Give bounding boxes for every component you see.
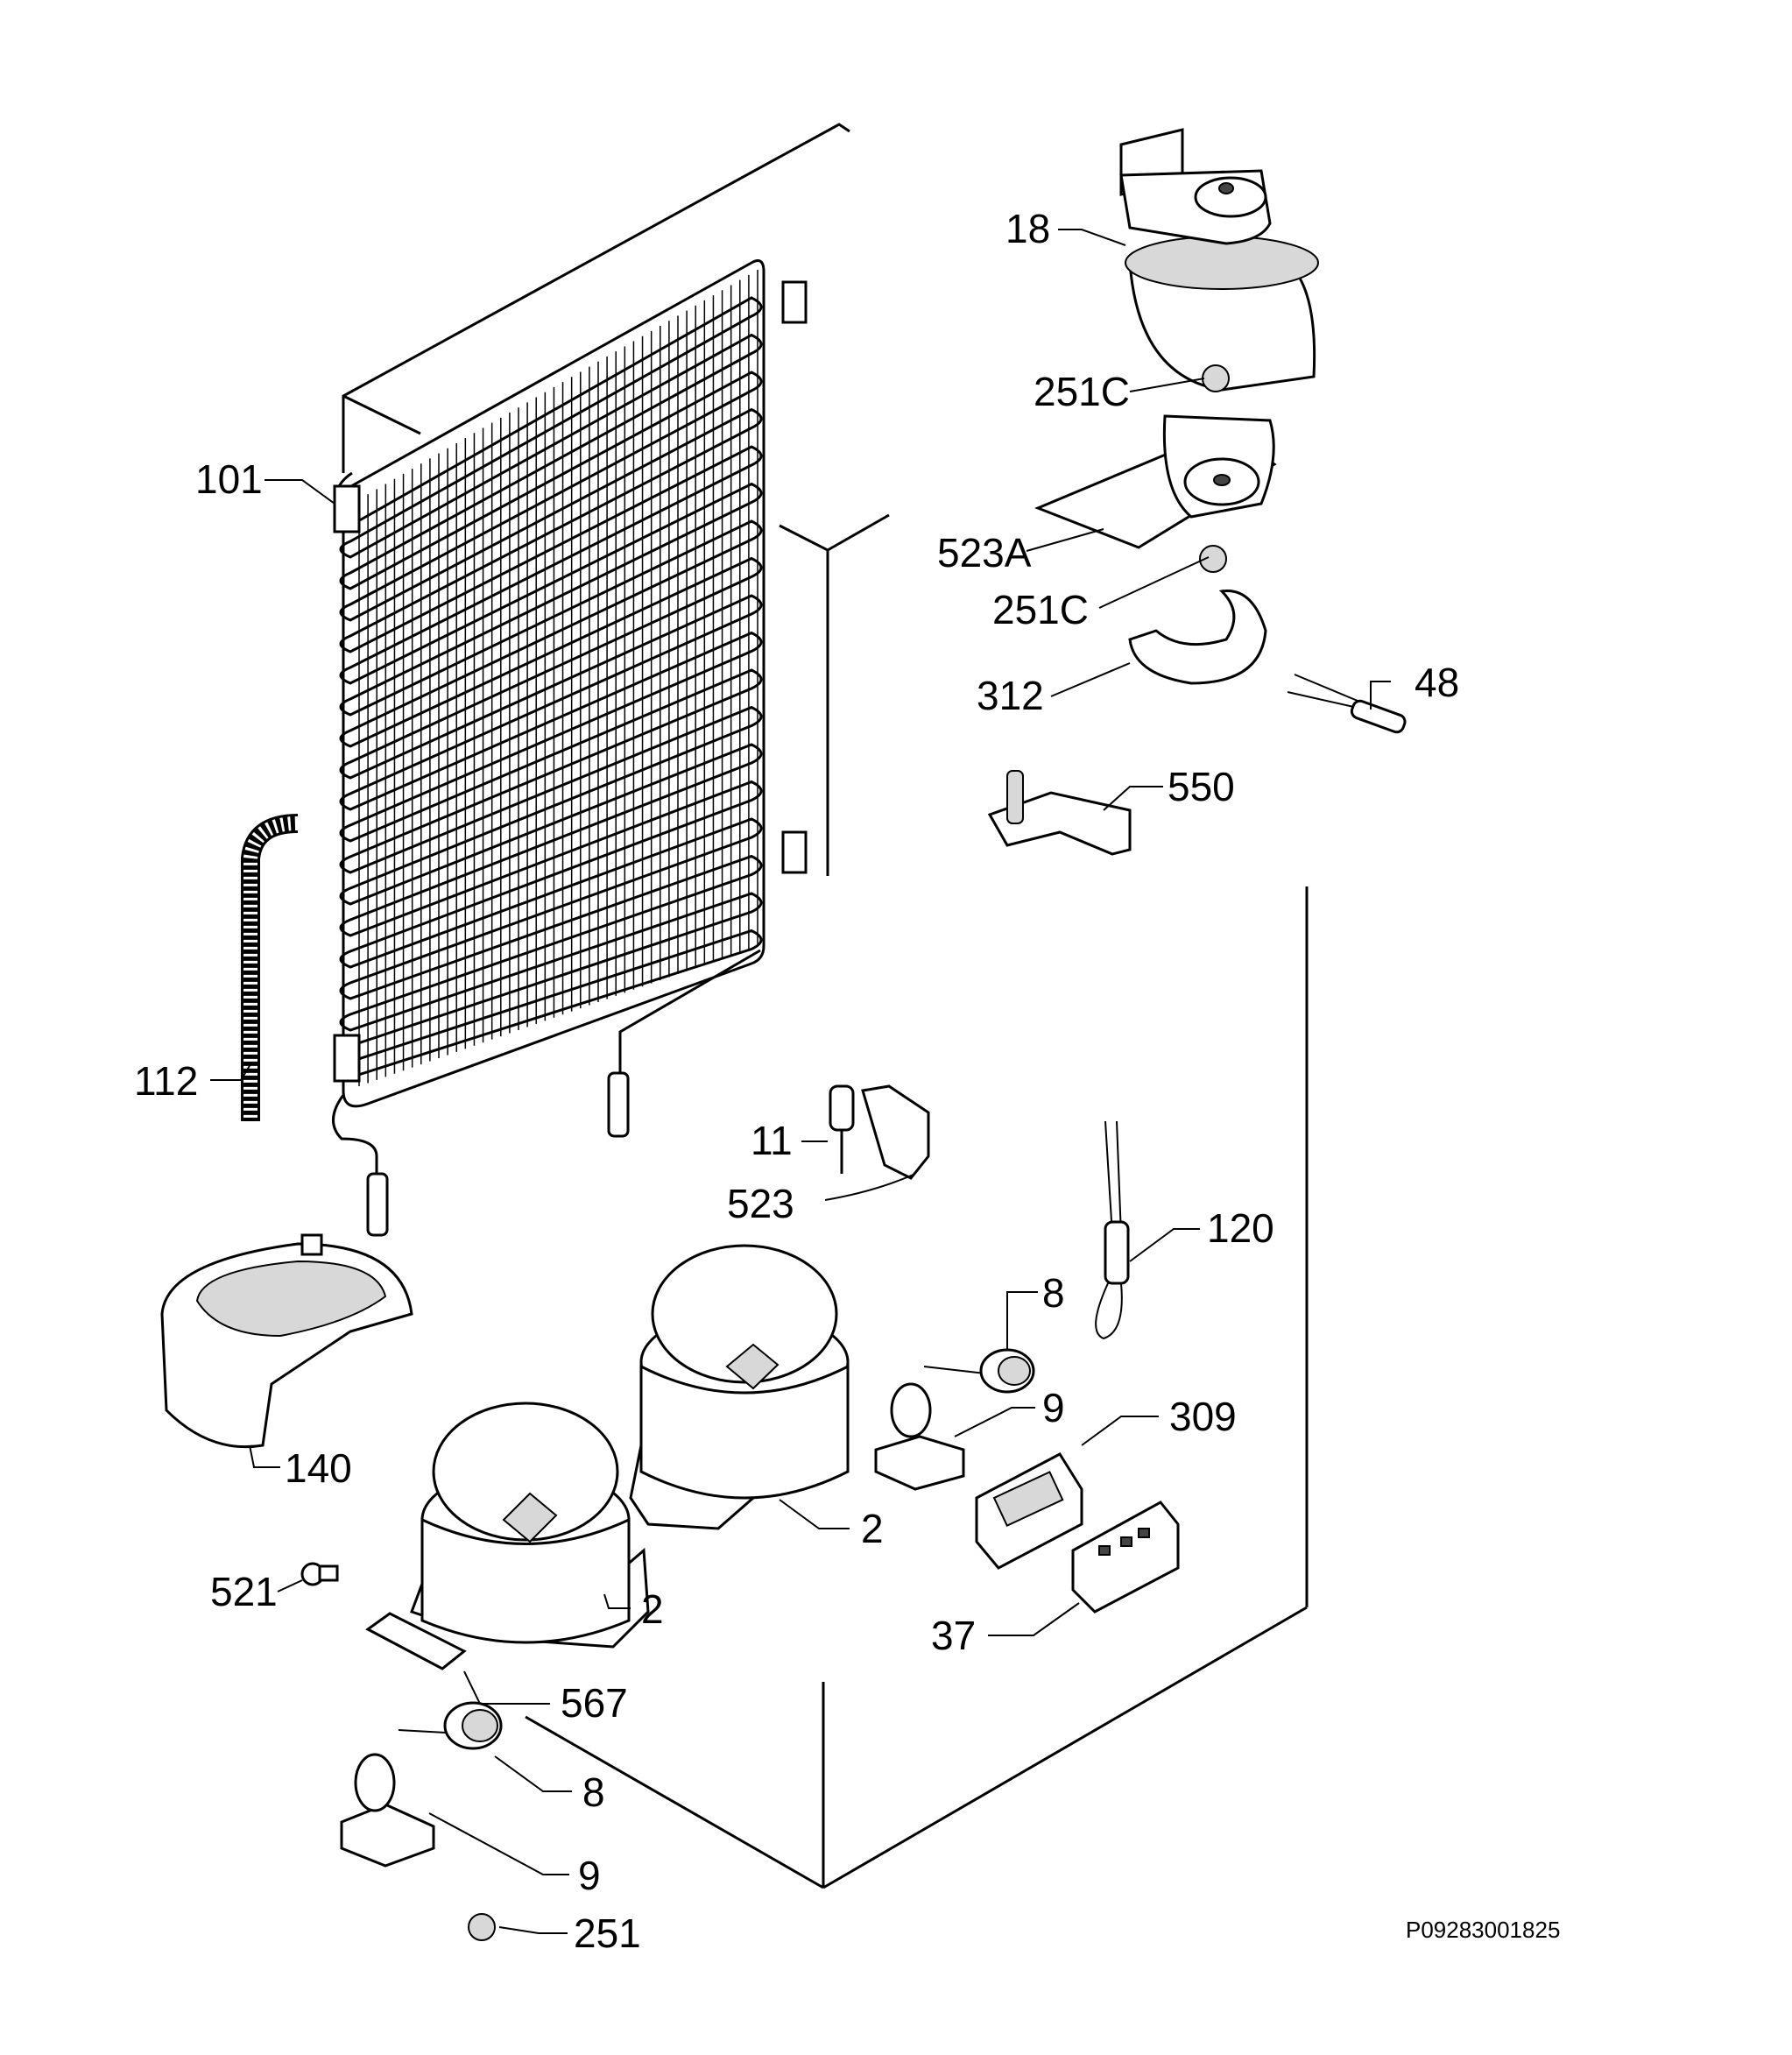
label-140: 140 bbox=[285, 1445, 352, 1491]
nut-251c-upper bbox=[1202, 364, 1230, 392]
label-309: 309 bbox=[1169, 1394, 1237, 1439]
label-11: 11 bbox=[751, 1118, 793, 1163]
drawing-reference: P09283001825 bbox=[1406, 1917, 1560, 1943]
label-251c-upper: 251C bbox=[1034, 369, 1130, 414]
starter-relay bbox=[1095, 1120, 1130, 1340]
fan-cover bbox=[1128, 590, 1267, 685]
label-251c-lower: 251C bbox=[992, 587, 1089, 632]
label-18: 18 bbox=[1005, 206, 1050, 251]
label-112: 112 bbox=[134, 1058, 198, 1104]
condenser-outlet-pipe bbox=[607, 1071, 630, 1138]
compressor-upper bbox=[629, 1244, 850, 1530]
mounting-bracket-top-left bbox=[333, 484, 361, 533]
label-521: 521 bbox=[210, 1569, 278, 1614]
mounting-bracket-bottom-left bbox=[333, 1034, 361, 1083]
label-567: 567 bbox=[561, 1680, 628, 1726]
cabinet-outline bbox=[342, 123, 1309, 1889]
mounting-bracket-top-right bbox=[781, 280, 808, 324]
fan-motor bbox=[1119, 128, 1319, 392]
label-9-upper: 9 bbox=[1042, 1385, 1065, 1430]
drain-hose bbox=[241, 814, 299, 1121]
label-48: 48 bbox=[1415, 660, 1459, 705]
switch-bracket bbox=[987, 770, 1132, 856]
label-550: 550 bbox=[1168, 764, 1235, 809]
label-9-lower: 9 bbox=[578, 1853, 601, 1898]
fan-bracket bbox=[1034, 414, 1277, 549]
condenser bbox=[332, 259, 808, 1237]
label-312: 312 bbox=[977, 673, 1044, 718]
label-101: 101 bbox=[195, 456, 263, 502]
cable-clamp-upper bbox=[874, 1382, 965, 1491]
label-37: 37 bbox=[931, 1613, 976, 1658]
label-523a: 523A bbox=[937, 530, 1032, 576]
valve-assembly bbox=[829, 1084, 930, 1180]
condenser-coil bbox=[339, 296, 763, 1079]
cable-clamp-lower bbox=[340, 1753, 435, 1868]
control-module bbox=[975, 1452, 1083, 1570]
label-8-lower: 8 bbox=[582, 1769, 605, 1815]
leader-lines bbox=[210, 229, 1391, 1934]
drip-tray bbox=[160, 1233, 413, 1449]
ptc-starter-lower bbox=[398, 1701, 503, 1750]
bolt bbox=[300, 1562, 339, 1586]
control-board bbox=[1071, 1501, 1180, 1614]
label-523: 523 bbox=[727, 1181, 794, 1226]
temperature-sensor bbox=[1287, 674, 1407, 734]
ptc-starter-upper bbox=[923, 1348, 1035, 1394]
mounting-plate bbox=[365, 1612, 467, 1670]
condenser-inlet-pipe bbox=[366, 1172, 389, 1237]
label-251: 251 bbox=[574, 1910, 641, 1956]
label-2-lower: 2 bbox=[641, 1586, 664, 1632]
compressor-lower bbox=[410, 1402, 650, 1649]
mounting-bracket-bottom-right bbox=[781, 830, 808, 874]
label-2-upper: 2 bbox=[861, 1506, 884, 1551]
nut-251 bbox=[468, 1913, 496, 1941]
label-8-upper: 8 bbox=[1042, 1270, 1065, 1316]
nut-251c-lower bbox=[1199, 545, 1227, 573]
label-120: 120 bbox=[1207, 1205, 1274, 1251]
